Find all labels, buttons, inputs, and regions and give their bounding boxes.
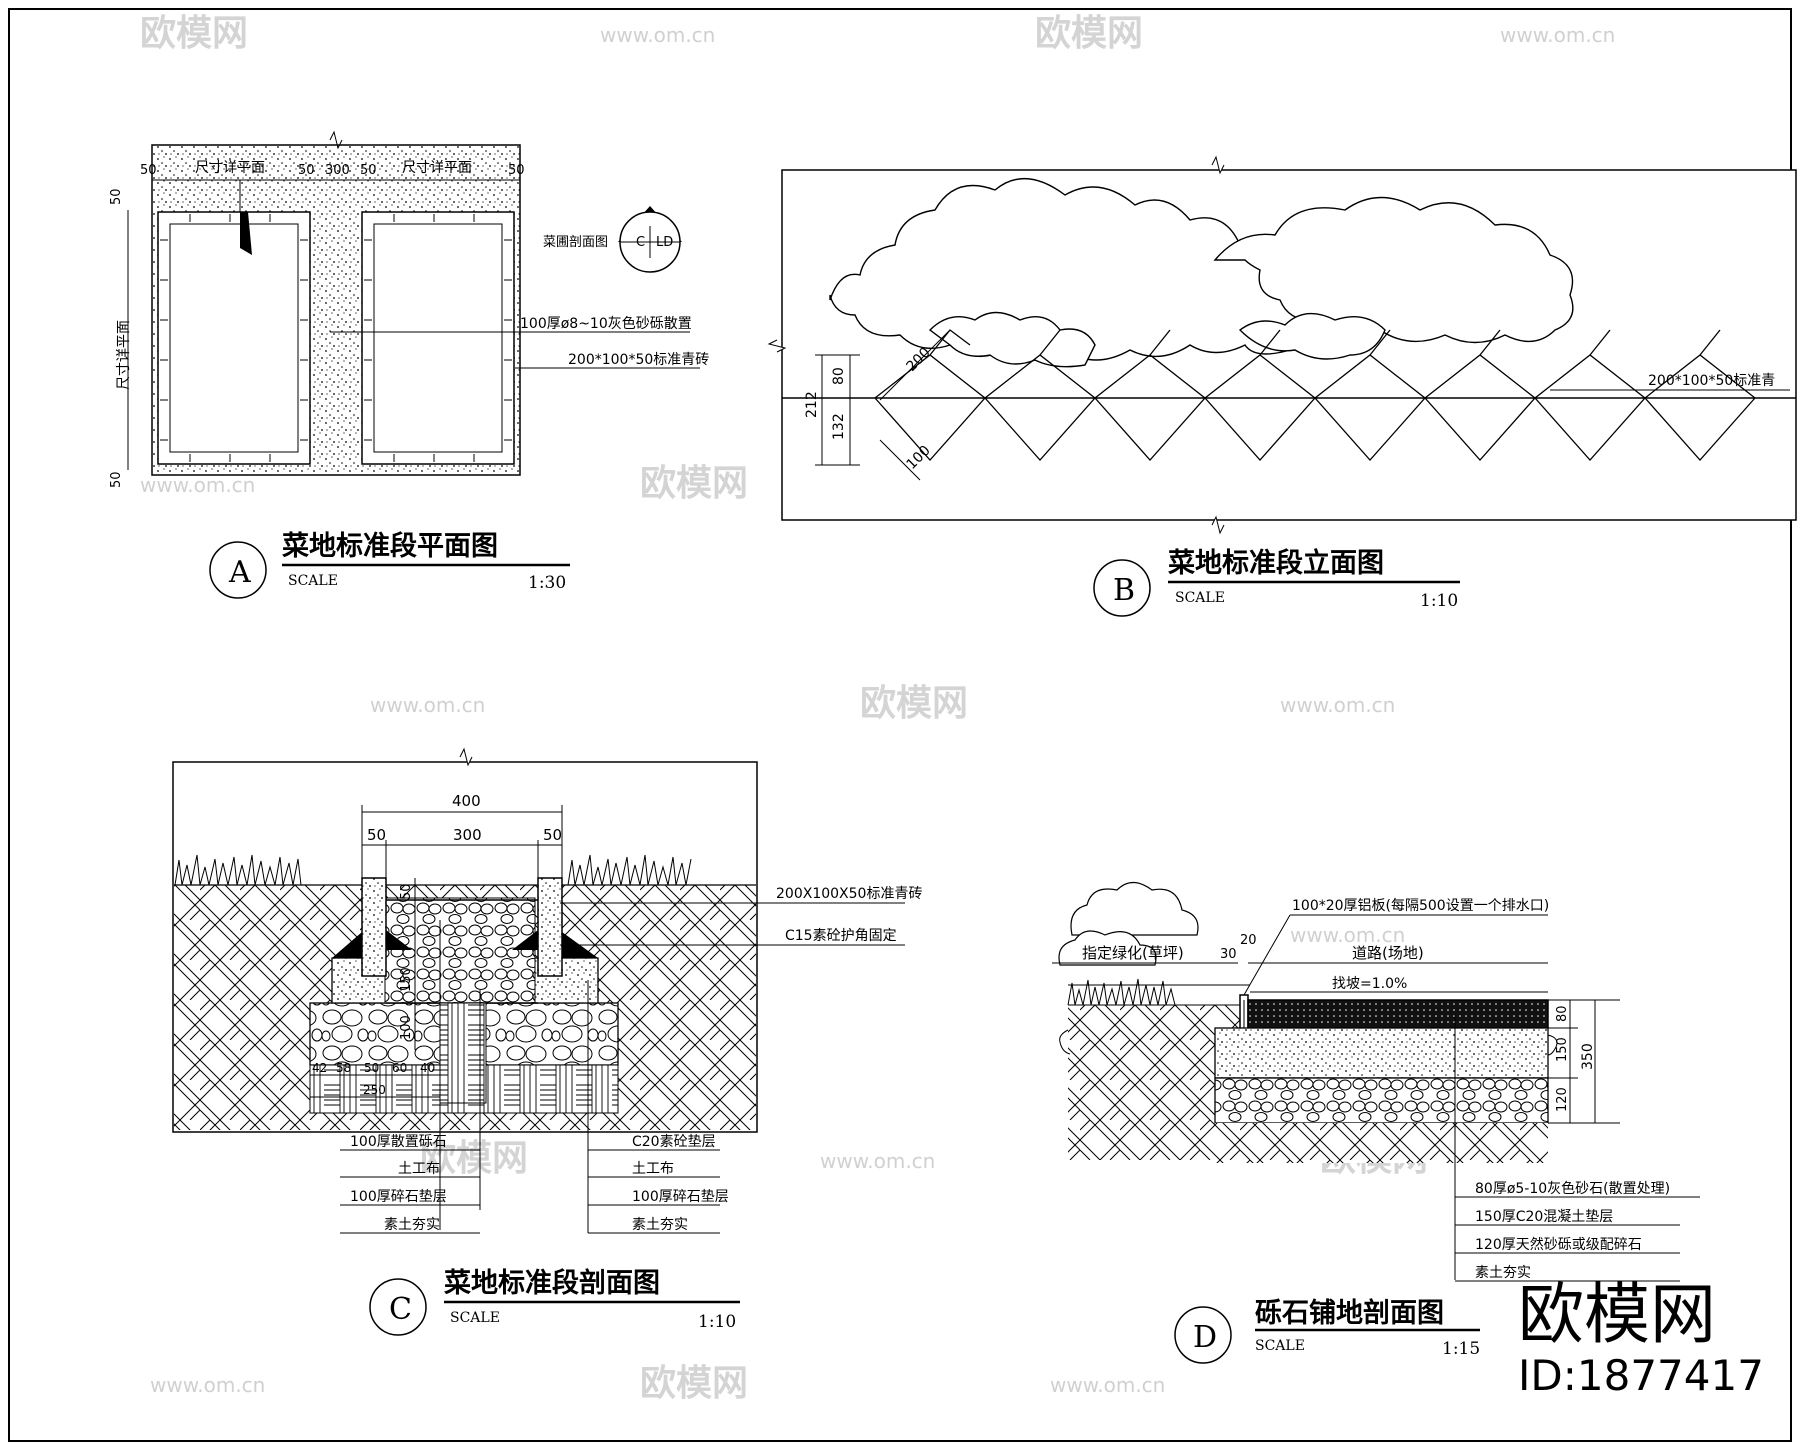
dim-80: 80 (831, 367, 847, 385)
callout-c-right-1: C20素砼垫层 (632, 1134, 716, 1150)
dim-50: 50 (367, 826, 386, 844)
section-mark-label: 菜圃剖面图 (543, 235, 608, 250)
callout-c-left-3: 100厚碎石垫层 (350, 1189, 447, 1205)
scale-label-c: SCALE (450, 1310, 500, 1326)
watermark-site: www.om.cn (600, 23, 715, 47)
callout-c-right-3: 100厚碎石垫层 (632, 1189, 729, 1205)
dim-40: 40 (420, 1061, 435, 1075)
dim-50: 50 (364, 1061, 379, 1075)
dim-150: 150 (399, 967, 414, 992)
label-aluminium-edge: 100*20厚铝板(每隔500设置一个排水口) (1292, 898, 1549, 914)
section-mark-c: C (636, 235, 645, 250)
title-letter-b: B (1113, 573, 1135, 608)
scale-a: 1:30 (528, 573, 566, 593)
watermark-brand: 欧模网 (140, 13, 248, 54)
watermark-site: www.om.cn (1290, 923, 1405, 947)
title-letter-d: D (1193, 1320, 1217, 1355)
drawing-frame (8, 8, 1792, 1442)
dim-60: 60 (392, 1061, 407, 1075)
dim-132: 132 (831, 413, 847, 440)
label-slope: 找坡=1.0% (1332, 976, 1407, 992)
title-c: 菜地标准段剖面图 (443, 1267, 660, 1299)
panel-b-elevation: 80 212 132 200 100 200*100*50标准青 B 菜地标准段… (767, 155, 1797, 617)
watermark-site: www.om.cn (150, 1373, 265, 1397)
dim-plan-ref: 尺寸详平面 (116, 320, 132, 390)
label-lawn: 指定绿化(草坪) (1082, 944, 1184, 962)
corner-watermark: 欧模网 ID:1877417 (1518, 1276, 1764, 1400)
dim-212: 212 (804, 391, 820, 418)
callout-gravel: 100厚ø8~10灰色砂砾散置 (520, 315, 692, 332)
dim-300: 300 (453, 826, 482, 844)
watermark-site: www.om.cn (1050, 1373, 1165, 1397)
corner-brand: 欧模网 (1518, 1276, 1716, 1353)
dim-plan-ref: 尺寸详平面 (402, 160, 472, 176)
callout-c-left-2: 土工布 (398, 1161, 440, 1177)
callout-d-2: 150厚C20混凝土垫层 (1475, 1209, 1613, 1225)
label-road: 道路(场地) (1352, 944, 1424, 962)
callout-brick: 200*100*50标准青砖 (568, 352, 709, 368)
dim-350: 350 (1580, 1043, 1596, 1070)
panel-c-section: 400 50 300 50 50 150 100 42 58 50 60 40 … (172, 747, 922, 1336)
dim-400: 400 (452, 792, 481, 810)
dim-plan-ref: 尺寸详平面 (195, 160, 265, 176)
dim-50: 50 (109, 471, 124, 488)
callout-d-1: 80厚ø5-10灰色砂石(散置处理) (1475, 1180, 1670, 1197)
dim-50: 50 (360, 163, 377, 178)
callout-c-right-4: 素土夯实 (632, 1217, 688, 1233)
dim-42: 42 (312, 1061, 327, 1075)
dim-20: 20 (1240, 933, 1257, 948)
shrub-canopy (829, 178, 1574, 368)
dim-30: 30 (1220, 947, 1237, 962)
dim-50: 50 (543, 826, 562, 844)
scale-d: 1:15 (1442, 1339, 1480, 1359)
dim-58: 58 (336, 1061, 351, 1075)
watermark-site: www.om.cn (1280, 693, 1395, 717)
callout-brick-c: 200X100X50标准青砖 (776, 886, 922, 902)
callout-brick-b: 200*100*50标准青 (1648, 373, 1775, 389)
watermark-site: www.om.cn (820, 1149, 935, 1173)
dim-50: 50 (399, 883, 414, 900)
watermark-site: www.om.cn (370, 693, 485, 717)
title-b: 菜地标准段立面图 (1167, 547, 1384, 579)
watermark-brand: 欧模网 (640, 463, 748, 504)
callout-d-4: 素土夯实 (1475, 1265, 1531, 1281)
callout-c-right-2: 土工布 (632, 1161, 674, 1177)
panel-d-section: 指定绿化(草坪) 道路(场地) 找坡=1.0% 100*20厚铝板(每隔500设… (1052, 881, 1700, 1364)
watermark-site: www.om.cn (140, 473, 255, 497)
callout-c-left-1: 100厚散置砾石 (350, 1134, 447, 1150)
dim-80: 80 (1555, 1005, 1570, 1022)
dim-50: 50 (109, 188, 124, 205)
dim-100: 100 (399, 1015, 414, 1040)
watermark-site: www.om.cn (1500, 23, 1615, 47)
watermark-brand: 欧模网 (420, 1138, 528, 1179)
dim-300: 300 (325, 163, 350, 178)
corner-id: ID:1877417 (1518, 1351, 1764, 1400)
watermark-brand: 欧模网 (860, 683, 968, 724)
title-d: 砾石铺地剖面图 (1255, 1297, 1444, 1329)
scale-b: 1:10 (1420, 591, 1458, 611)
scale-label-a: SCALE (288, 573, 338, 589)
title-letter-c: C (389, 1292, 412, 1327)
scale-label-d: SCALE (1255, 1338, 1305, 1354)
dim-50: 50 (298, 163, 315, 178)
title-a: 菜地标准段平面图 (281, 531, 498, 562)
callout-c-left-4: 素土夯实 (384, 1217, 440, 1233)
dim-50: 50 (140, 163, 157, 178)
panel-a-plan: 50 尺寸详平面 50 300 50 尺寸详平面 50 50 尺寸详平面 50 … (109, 130, 709, 599)
scale-c: 1:10 (698, 1312, 736, 1332)
dim-150: 150 (1555, 1037, 1570, 1062)
title-letter-a: A (228, 555, 251, 590)
callout-concrete-haunch: C15素砼护角固定 (785, 928, 897, 944)
dim-120: 120 (1555, 1087, 1570, 1112)
watermark-brand: 欧模网 (640, 1363, 748, 1404)
callout-d-3: 120厚天然砂砾或级配碎石 (1475, 1236, 1642, 1253)
section-mark-ld: LD (656, 235, 673, 250)
grass (174, 854, 692, 886)
watermark-brand: 欧模网 (1035, 13, 1143, 54)
scale-label-b: SCALE (1175, 590, 1225, 606)
dim-50: 50 (508, 163, 525, 178)
dim-250: 250 (363, 1083, 386, 1097)
